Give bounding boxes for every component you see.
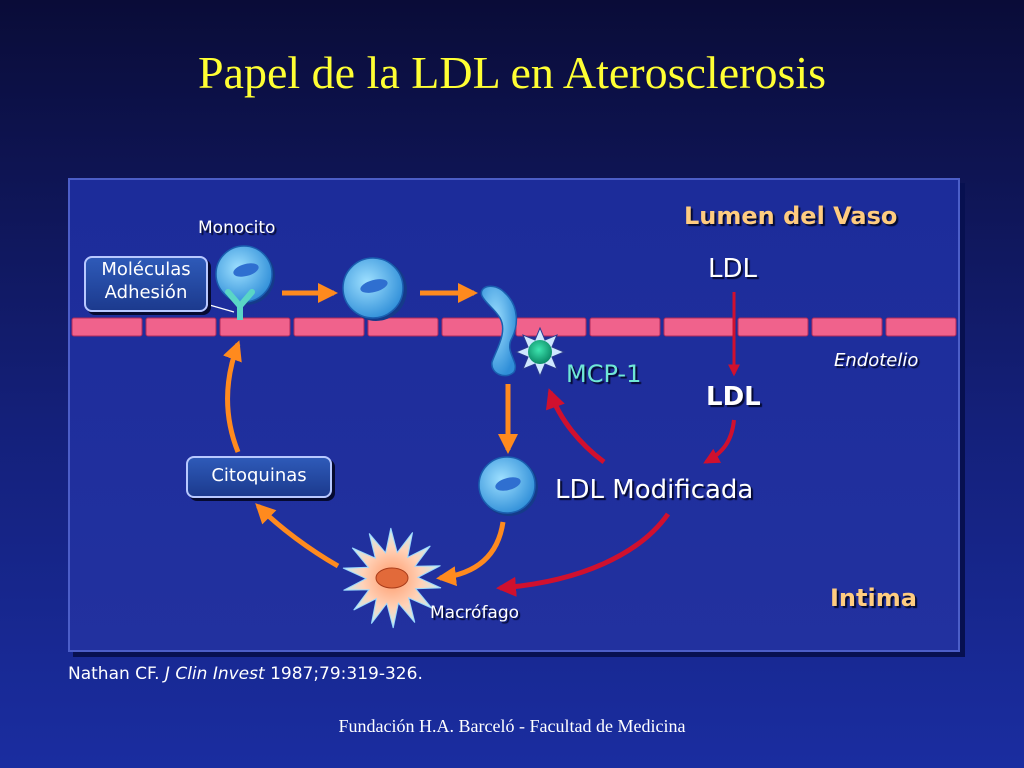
- arrow-monocyte-to-macrophage: [436, 521, 506, 587]
- citation-journal: J Clin Invest: [164, 664, 265, 684]
- lumen-label: Lumen del Vaso: [684, 202, 898, 230]
- endothelial-cell: [219, 317, 291, 337]
- arrow-modified-ldl-to-mcp1: [545, 388, 606, 464]
- citation: Nathan CF. J Clin Invest 1987;79:319-326…: [68, 664, 423, 684]
- ldl-intima-label: LDL: [706, 382, 761, 412]
- arrow-ldl-oxidation: [703, 419, 736, 464]
- endothelium-layer: [71, 317, 957, 337]
- mcp1-molecule-icon: [514, 326, 566, 378]
- endothelial-cell: [663, 317, 735, 337]
- transmigrating-monocyte: [480, 285, 518, 377]
- monocyte-cell-2: [342, 257, 407, 321]
- footer: Fundación H.A. Barceló - Facultad de Med…: [338, 716, 686, 736]
- endothelial-cell: [515, 317, 587, 337]
- arrow-cytokines-to-adhesion: [223, 340, 242, 453]
- cytokines-label: Citoquinas: [211, 465, 307, 486]
- endothelium-label: Endotelio: [834, 350, 919, 371]
- monocyte-label: Monocito: [198, 218, 276, 238]
- endothelial-cell: [811, 317, 883, 337]
- endothelial-cell: [737, 317, 809, 337]
- endothelial-cell: [367, 317, 439, 337]
- macrophage-cell-icon: [342, 527, 442, 629]
- monocyte-cell-intima: [478, 456, 538, 516]
- modified-ldl-label: LDL Modificada: [555, 475, 754, 505]
- macrophage-label: Macrófago: [430, 603, 520, 623]
- endothelial-cell: [293, 317, 365, 337]
- endothelial-cell: [589, 317, 661, 337]
- adhesion-label-line1: Moléculas: [101, 259, 191, 280]
- citation-authors: Nathan CF.: [68, 664, 160, 684]
- arrow-modified-ldl-to-macrophage: [496, 512, 671, 597]
- diagram-panel: [68, 178, 960, 652]
- ldl-lumen-label: LDL: [708, 254, 757, 284]
- adhesion-label-line2: Adhesión: [104, 282, 188, 303]
- endothelial-cell: [71, 317, 143, 337]
- endothelial-cell: [885, 317, 957, 337]
- citation-details: 1987;79:319-326.: [270, 664, 423, 684]
- arrow-macrophage-to-cytokines: [255, 503, 340, 569]
- intima-label: Intima: [830, 584, 917, 612]
- endothelial-cell: [145, 317, 217, 337]
- monocyte-cell-1: [215, 245, 275, 305]
- mcp1-label: MCP-1: [566, 360, 642, 388]
- adhesion-receptor-icon: [205, 289, 255, 320]
- adhesion-molecules-box: Moléculas Adhesión: [84, 256, 208, 312]
- cytokines-box: Citoquinas: [186, 456, 332, 498]
- slide-title: Papel de la LDL en Aterosclerosis: [197, 47, 827, 98]
